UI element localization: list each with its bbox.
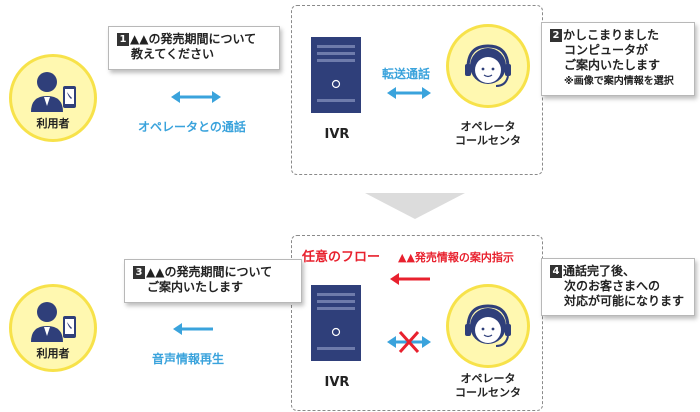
- bubble-text-line: ▲▲の発売期間について: [146, 265, 273, 279]
- bubble-text-line: ご案内いたします: [564, 58, 661, 72]
- user-icon: [31, 72, 76, 112]
- bubble-text-line: 次のお客さまへの: [564, 279, 661, 293]
- user-icon: [31, 302, 76, 342]
- down-arrow-icon: [365, 193, 465, 219]
- double-arrow-icon: [387, 87, 431, 99]
- operator-label-line: オペレータ: [460, 372, 516, 385]
- disconnected-arrow-icon: [387, 330, 431, 354]
- operator-label-line: オペレータ: [460, 120, 516, 133]
- operator-label-line: コールセンタ: [455, 386, 521, 399]
- bubble-text-line: ご案内いたします: [147, 280, 244, 294]
- step-number: 1: [117, 33, 129, 46]
- step-number: 3: [133, 266, 145, 279]
- step-number: 4: [550, 265, 562, 278]
- operator-circle-top: [446, 24, 530, 108]
- bubble-text-line: 教えてください: [131, 47, 215, 61]
- ivr-label: IVR: [324, 127, 350, 142]
- operator-label-line: コールセンタ: [455, 134, 521, 147]
- double-arrow-icon: [171, 91, 221, 103]
- transfer-call-label: 転送通話: [382, 67, 431, 81]
- operator-label: オペレータ コールセンタ: [446, 120, 530, 148]
- bubble-text-line: 対応が可能になります: [564, 294, 685, 308]
- server-icon: [311, 285, 361, 361]
- instruction-label: ▲▲発売情報の案内指示: [398, 251, 514, 264]
- user-circle-bottom: 利用者: [9, 284, 97, 372]
- bubble-text-line: ▲▲の発売期間について: [130, 32, 257, 46]
- flow-label: 任意のフロー: [302, 250, 381, 265]
- operator-headset-icon: [465, 44, 511, 87]
- operator-label: オペレータ コールセンタ: [446, 372, 530, 400]
- bubble-text-line: コンピュータが: [564, 43, 649, 57]
- left-arrow-icon: [173, 323, 213, 335]
- operator-call-label: オペレータとの通話: [138, 120, 246, 134]
- ivr-label: IVR: [324, 375, 350, 390]
- user-circle-top: 利用者: [9, 54, 97, 142]
- operator-headset-icon: [465, 304, 511, 347]
- server-icon: [311, 37, 361, 113]
- speech-bubble-1: 1▲▲の発売期間について 教えてください: [108, 26, 280, 70]
- user-label: 利用者: [36, 347, 70, 360]
- bubble-text-line: かしこまりました: [563, 28, 660, 42]
- step-number: 2: [550, 29, 562, 42]
- speech-bubble-3: 3▲▲の発売期間について ご案内いたします: [124, 259, 302, 303]
- bubble-note: ※画像で案内情報を選択: [564, 76, 674, 87]
- voice-playback-label: 音声情報再生: [152, 352, 225, 366]
- operator-circle-bottom: [446, 284, 530, 368]
- user-label: 利用者: [36, 117, 70, 130]
- left-arrow-icon: [390, 273, 430, 285]
- bubble-text-line: 通話完了後、: [563, 264, 636, 278]
